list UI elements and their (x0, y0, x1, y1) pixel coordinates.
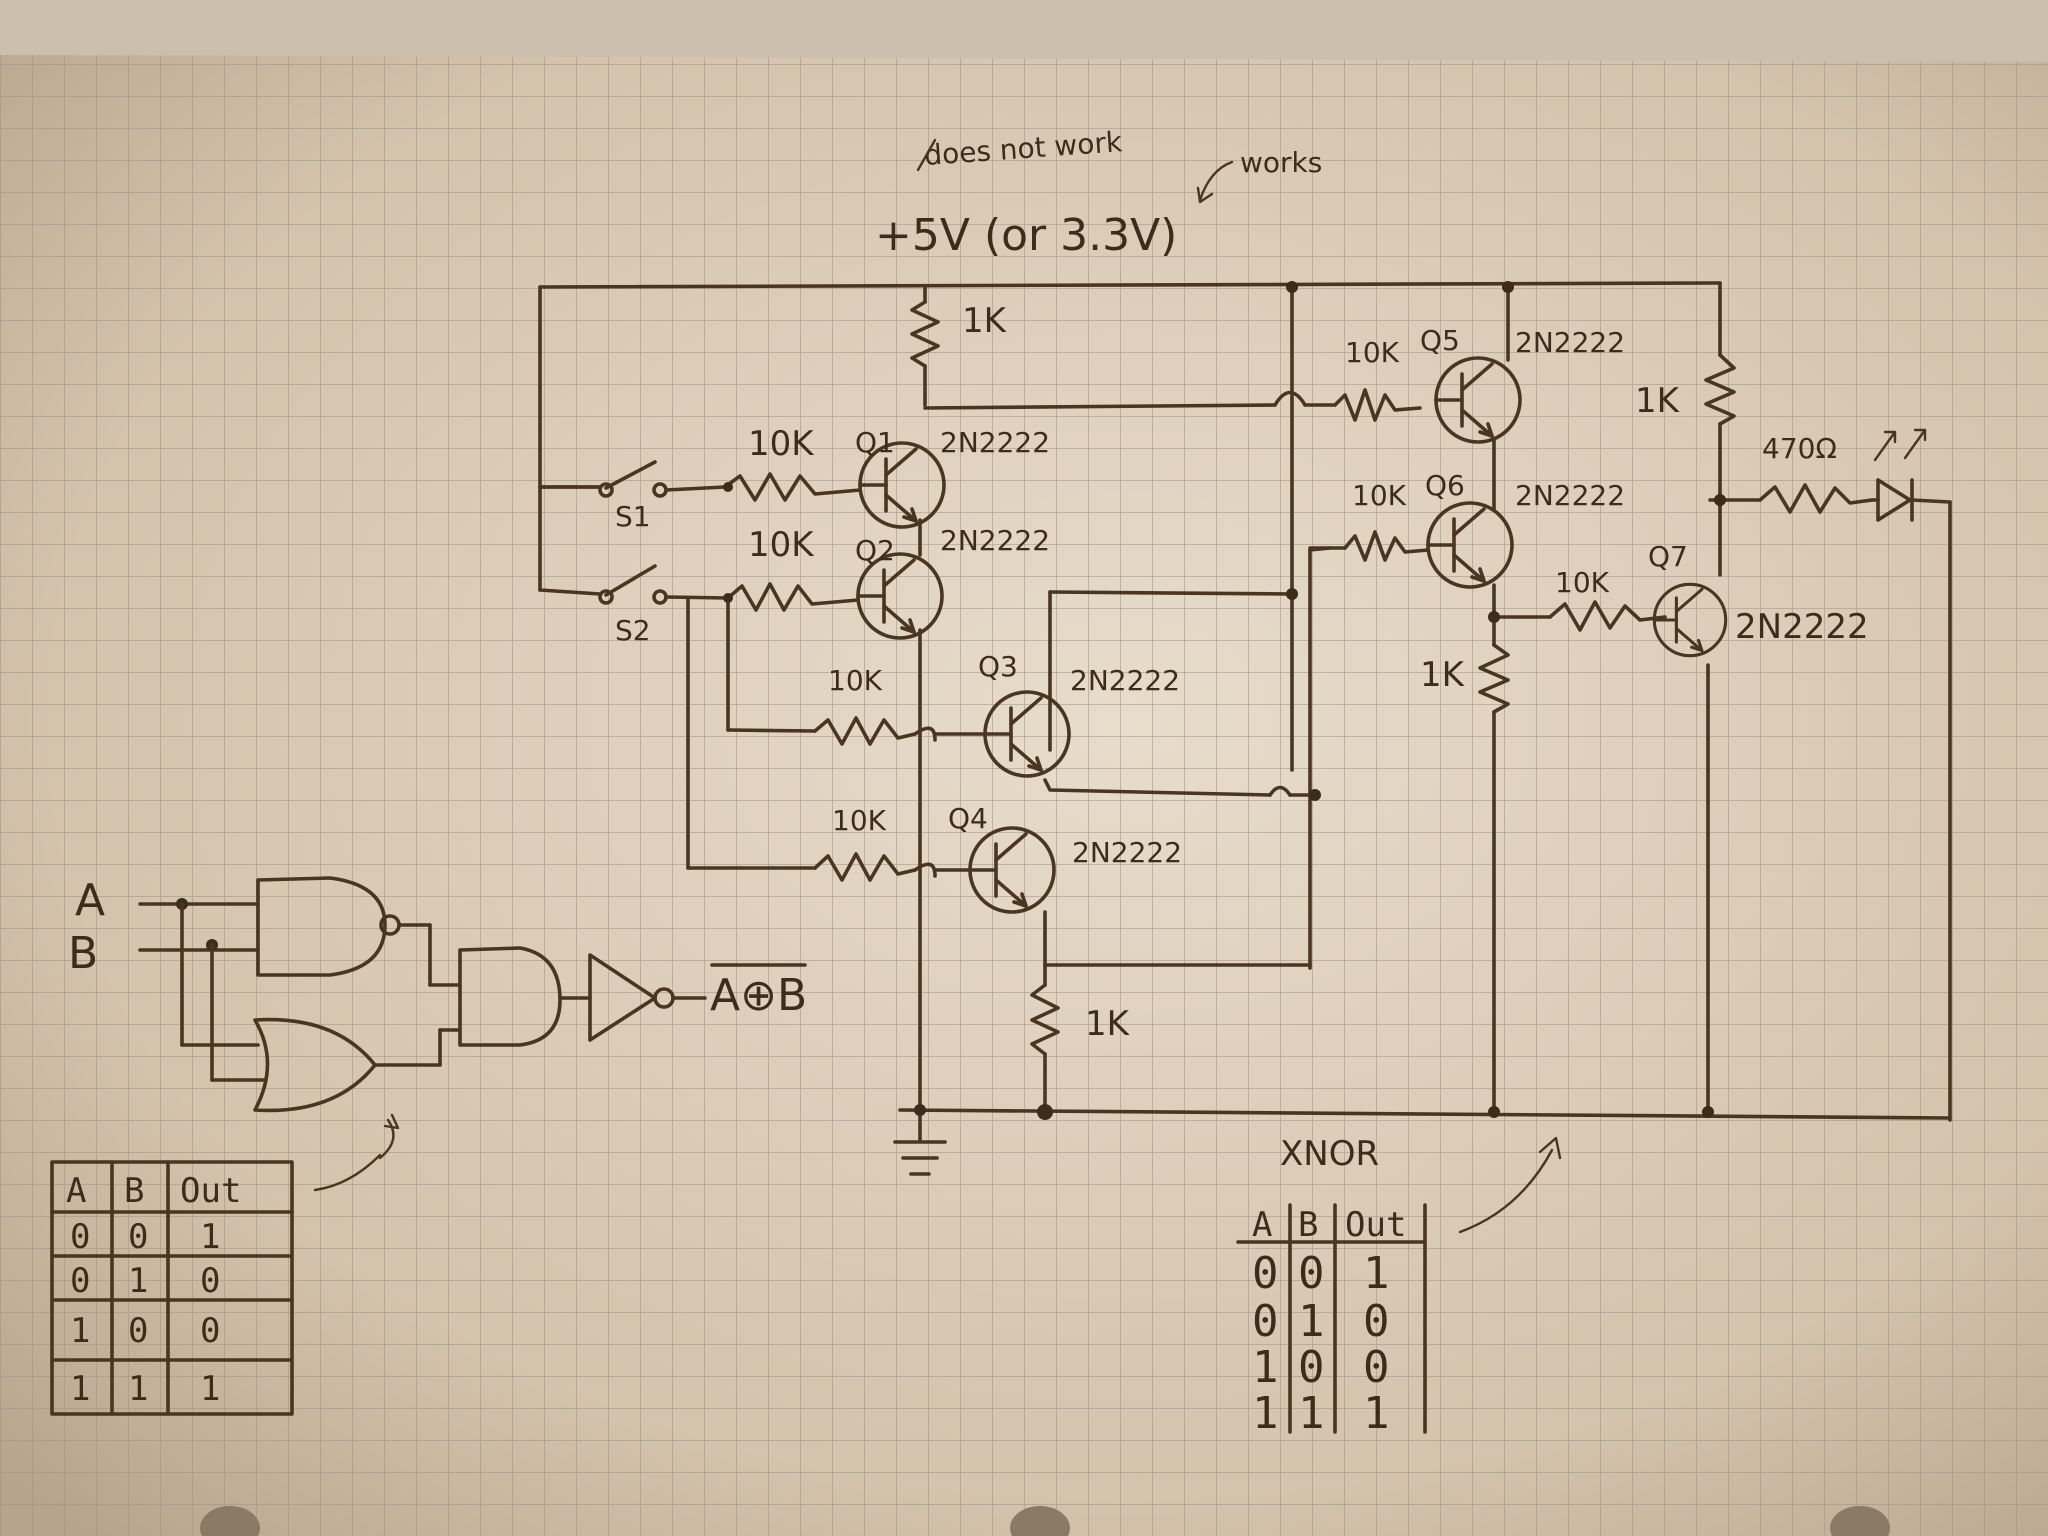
table-cell: 1 (128, 1369, 148, 1409)
table-header: B (1298, 1205, 1318, 1245)
binder-hole (1010, 1506, 1070, 1536)
q7-base-resistor-label: 10K (1555, 566, 1610, 599)
circuit-wires (538, 281, 1952, 1176)
output-label: A⊕B (710, 970, 807, 1021)
table-cell: 0 (128, 1311, 148, 1351)
table-cell: 0 (1363, 1296, 1390, 1347)
q5-name: Q5 (1420, 324, 1460, 357)
table-cell: 1 (1298, 1388, 1325, 1439)
r-q1-collector-label: 1K (962, 301, 1008, 341)
table-cell: 0 (1363, 1342, 1390, 1393)
table-header: A (1252, 1205, 1272, 1245)
logic-gate-diagram: A B A⊕B (68, 875, 807, 1192)
q7-part: 2N2222 (1735, 607, 1869, 647)
q1-part: 2N2222 (940, 426, 1050, 459)
q3-part: 2N2222 (1070, 664, 1180, 697)
table-cell: 1 (70, 1311, 90, 1351)
q2-name: Q2 (855, 534, 895, 567)
annotation-works: works (1196, 146, 1322, 204)
q3-name: Q3 (978, 650, 1018, 683)
input-b-label: B (68, 928, 98, 979)
table-cell: 1 (1363, 1388, 1390, 1439)
q7-name: Q7 (1648, 540, 1688, 573)
table-header: A (66, 1171, 86, 1211)
table-cell: 1 (70, 1369, 90, 1409)
q6-name: Q6 (1425, 469, 1465, 502)
table-cell: 1 (1252, 1388, 1279, 1439)
table-cell: 0 (1252, 1248, 1279, 1299)
and-gate (458, 946, 562, 1047)
q2-base-resistor-label: 10K (748, 525, 815, 565)
component-labels: 1K 10K Q1 2N2222 10K Q2 2N2222 10K Q3 2N… (615, 301, 1869, 1044)
junction-dots (723, 281, 1726, 1120)
svg-text:works: works (1240, 146, 1322, 179)
q2-part: 2N2222 (940, 524, 1050, 557)
q5-part: 2N2222 (1515, 326, 1625, 359)
table-cell: 1 (128, 1261, 148, 1301)
table-cell: 0 (1252, 1296, 1279, 1347)
table-cell: 0 (128, 1217, 148, 1257)
grid-lines (0, 55, 2048, 1536)
q6-base-resistor-label: 10K (1352, 479, 1407, 512)
input-a-label: A (75, 875, 105, 926)
table-cell: 1 (1252, 1342, 1279, 1393)
switch-s2-label: S2 (615, 614, 651, 647)
table-cell: 1 (200, 1217, 220, 1257)
q1-base-resistor-label: 10K (748, 424, 815, 464)
q5-base-resistor-label: 10K (1345, 336, 1400, 369)
q3-base-resistor-label: 10K (828, 664, 883, 697)
q6-part: 2N2222 (1515, 479, 1625, 512)
table-header: Out (180, 1171, 241, 1211)
q4-base-resistor-label: 10K (832, 804, 887, 837)
switch-s1-label: S1 (615, 500, 651, 533)
r-q7-collector-label: 1K (1635, 381, 1681, 421)
nand-gate (256, 876, 387, 977)
table-cell: 1 (1363, 1248, 1390, 1299)
r-led-label: 470Ω (1762, 432, 1837, 465)
table-cell: 0 (1298, 1248, 1325, 1299)
binder-hole (1830, 1506, 1890, 1536)
r-q4-emitter-label: 1K (1085, 1004, 1131, 1044)
q4-part: 2N2222 (1072, 836, 1182, 869)
table-cell: 0 (1298, 1342, 1325, 1393)
xnor-title: XNOR (1280, 1134, 1379, 1174)
or-gate (253, 1017, 377, 1113)
table-cell: 1 (200, 1369, 220, 1409)
not-gate (588, 953, 657, 1042)
r-q6-emitter-label: 1K (1420, 655, 1466, 695)
table-cell: 0 (70, 1261, 90, 1301)
q4-name: Q4 (948, 802, 988, 835)
table-header: B (124, 1171, 144, 1211)
table-cell: 0 (200, 1311, 220, 1351)
table-cell: 0 (200, 1261, 220, 1301)
table-cell: 1 (1298, 1296, 1325, 1347)
q1-name: Q1 (855, 426, 895, 459)
table-cell: 0 (70, 1217, 90, 1257)
binder-hole (200, 1506, 260, 1536)
supply-label: +5V (or 3.3V) (875, 210, 1177, 261)
table-header: Out (1345, 1205, 1406, 1245)
